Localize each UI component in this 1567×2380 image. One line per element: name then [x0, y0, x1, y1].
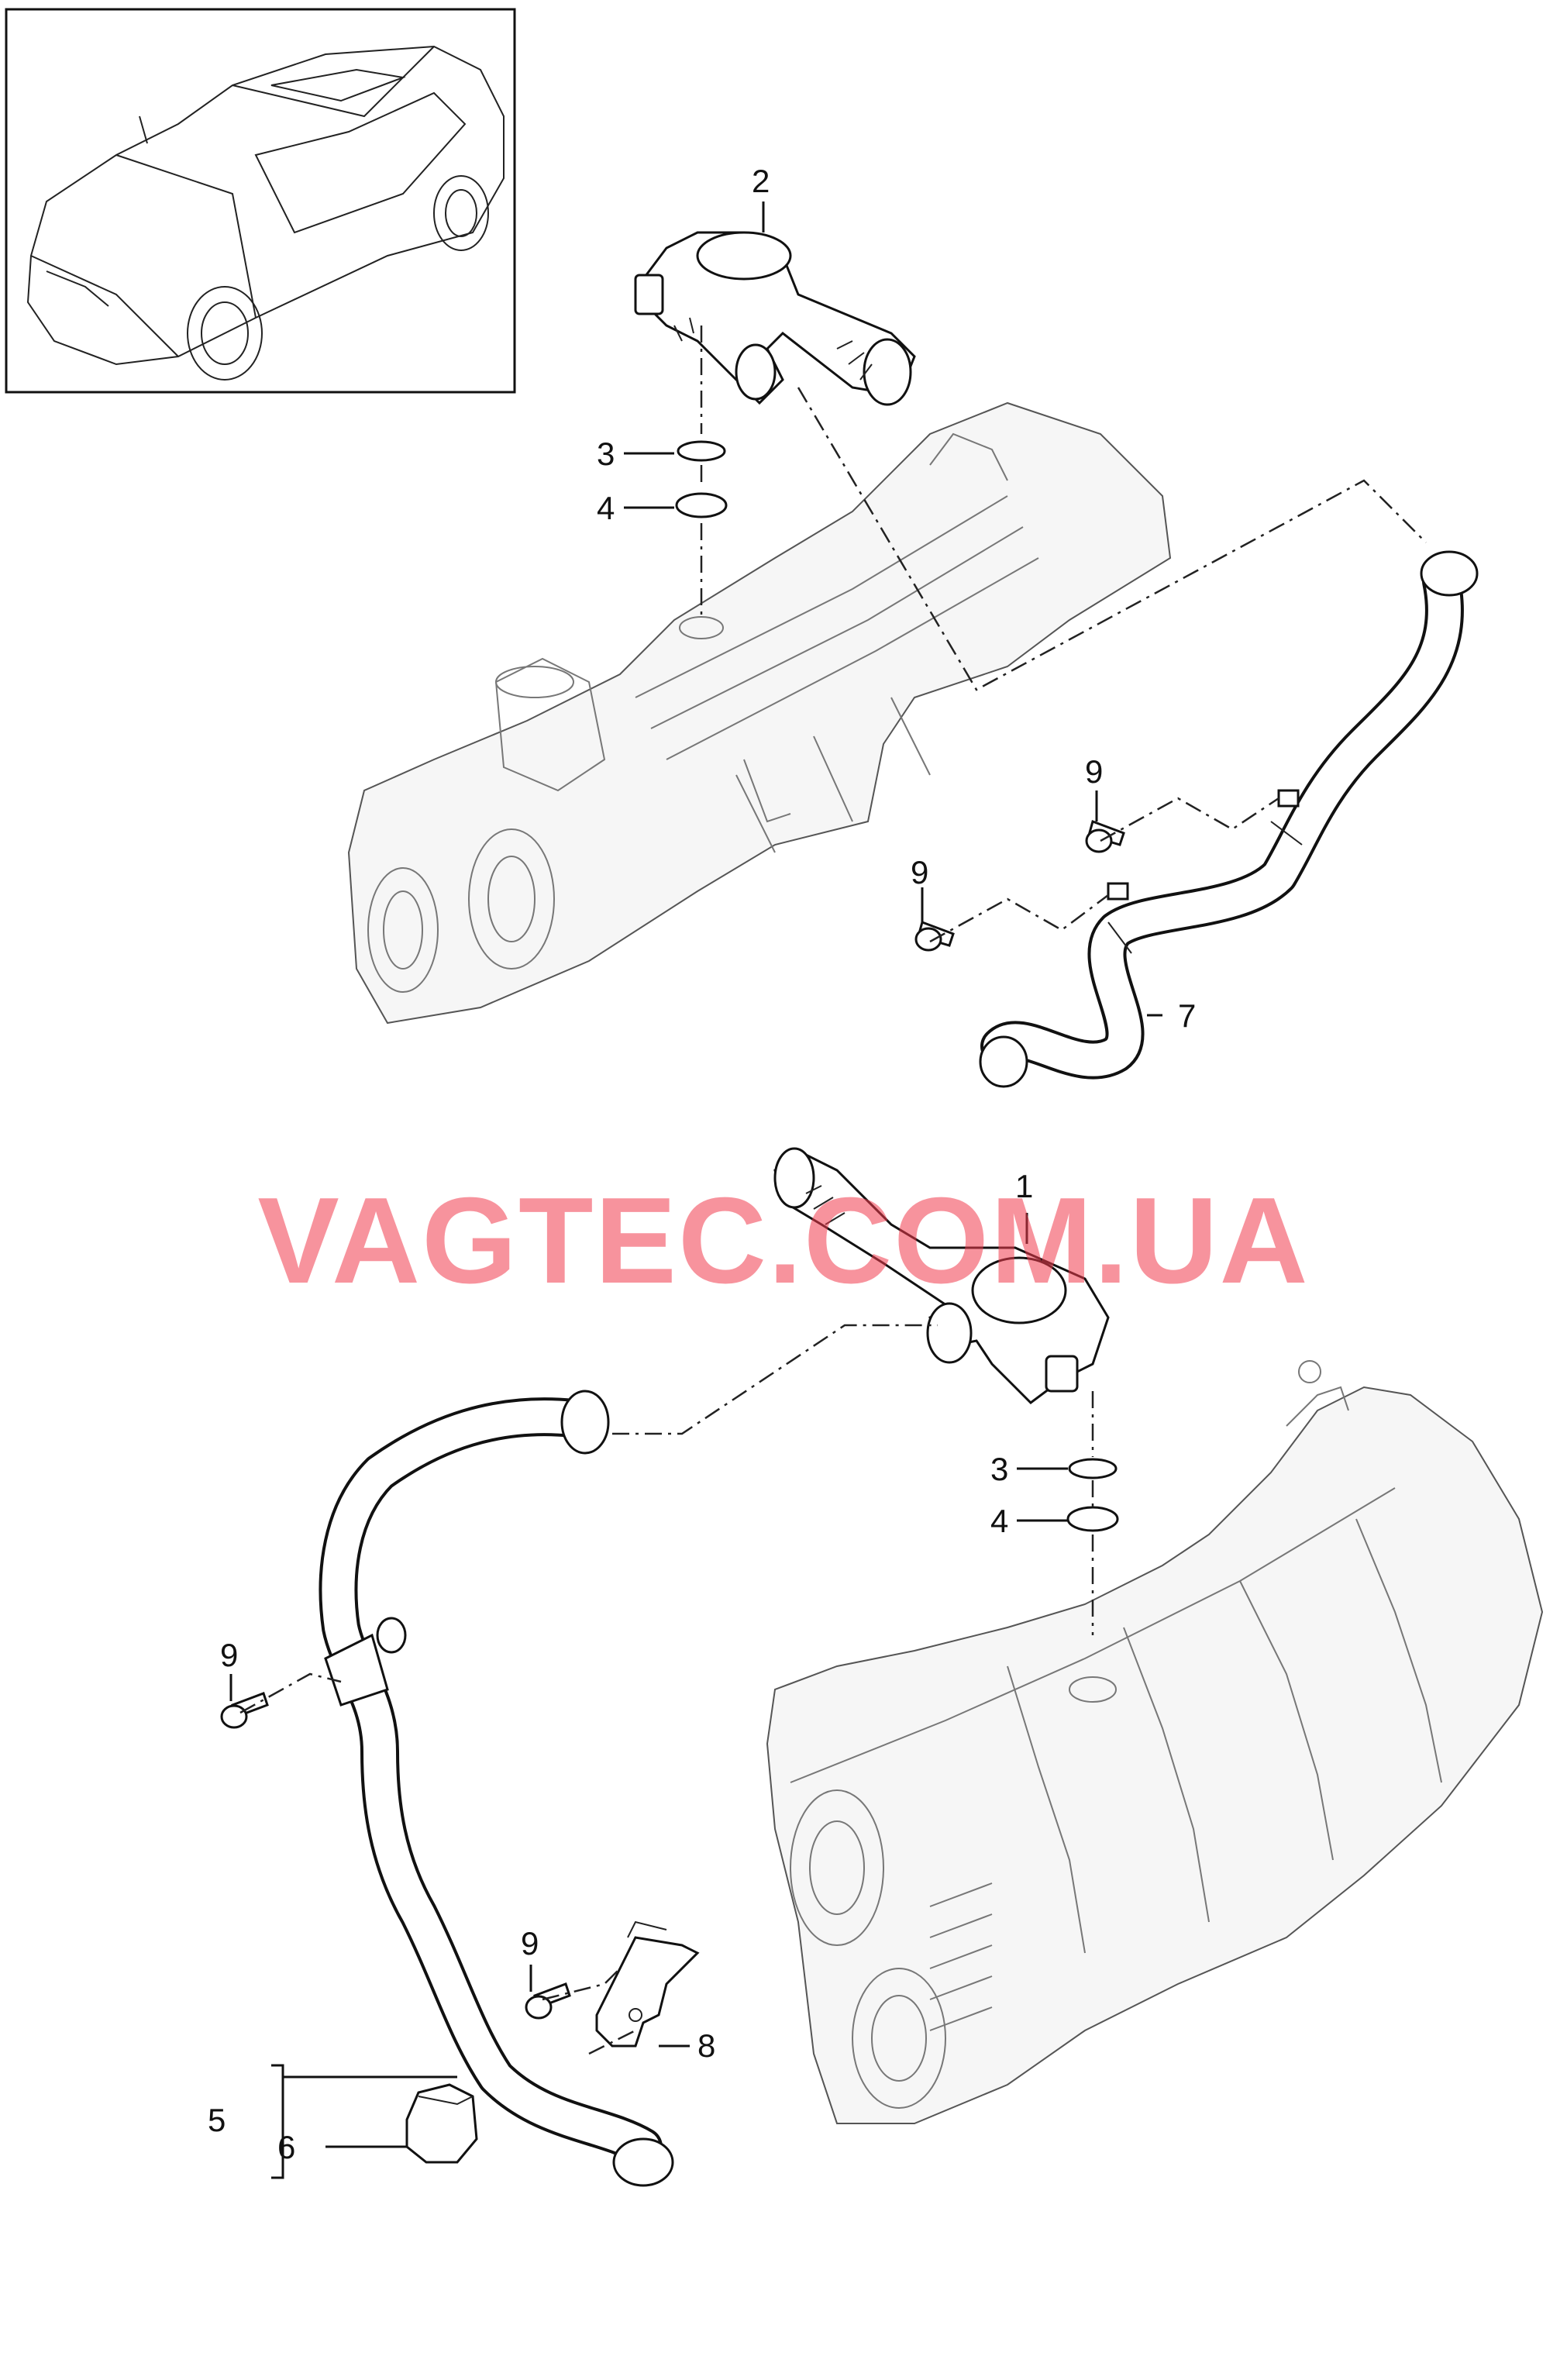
clamp-part-6 [405, 2083, 478, 2164]
callout-1: 1 [1015, 1168, 1033, 1204]
callout-3-top: 3 [597, 436, 615, 472]
bolt-9-d [525, 1982, 571, 2020]
vehicle-thumbnail [5, 8, 516, 394]
bolt-9-b [914, 921, 955, 952]
engine-cover-lower [766, 1360, 1544, 2124]
callout-7: 7 [1178, 997, 1196, 1034]
callout-9-c: 9 [220, 1637, 238, 1673]
bracket-part-8 [595, 1920, 700, 2048]
oil-separator-upper [634, 231, 916, 406]
callout-leaders [229, 201, 1162, 2179]
suv-illustration [26, 45, 505, 381]
callout-8: 8 [697, 2027, 715, 2064]
bolt-9-a [1085, 820, 1125, 853]
breather-hose-upper [979, 550, 1479, 1088]
callout-9-d: 9 [521, 1925, 539, 1962]
callout-5: 5 [208, 2102, 226, 2138]
bolt-9-c [220, 1692, 269, 1729]
seal-rings-lower [1066, 1458, 1119, 1532]
callout-4-bottom: 4 [990, 1503, 1008, 1539]
oil-separator-lower [773, 1147, 1110, 1404]
callout-9-a: 9 [1085, 753, 1103, 790]
callout-4-top: 4 [597, 490, 615, 526]
callout-9-b: 9 [911, 854, 928, 890]
callout-2: 2 [752, 163, 770, 199]
callout-3-bottom: 3 [990, 1451, 1008, 1487]
seal-rings-upper [675, 440, 728, 518]
engine-cover-upper [347, 401, 1172, 1025]
watermark-text: VAGTEC.COM.UA [257, 1173, 1309, 1309]
callout-6: 6 [277, 2129, 295, 2165]
assembly-lines [239, 325, 1427, 2055]
callout-labels: 2 3 4 9 9 7 1 3 4 9 9 8 5 6 [208, 163, 1196, 2165]
breather-hose-lower [319, 1390, 674, 2187]
